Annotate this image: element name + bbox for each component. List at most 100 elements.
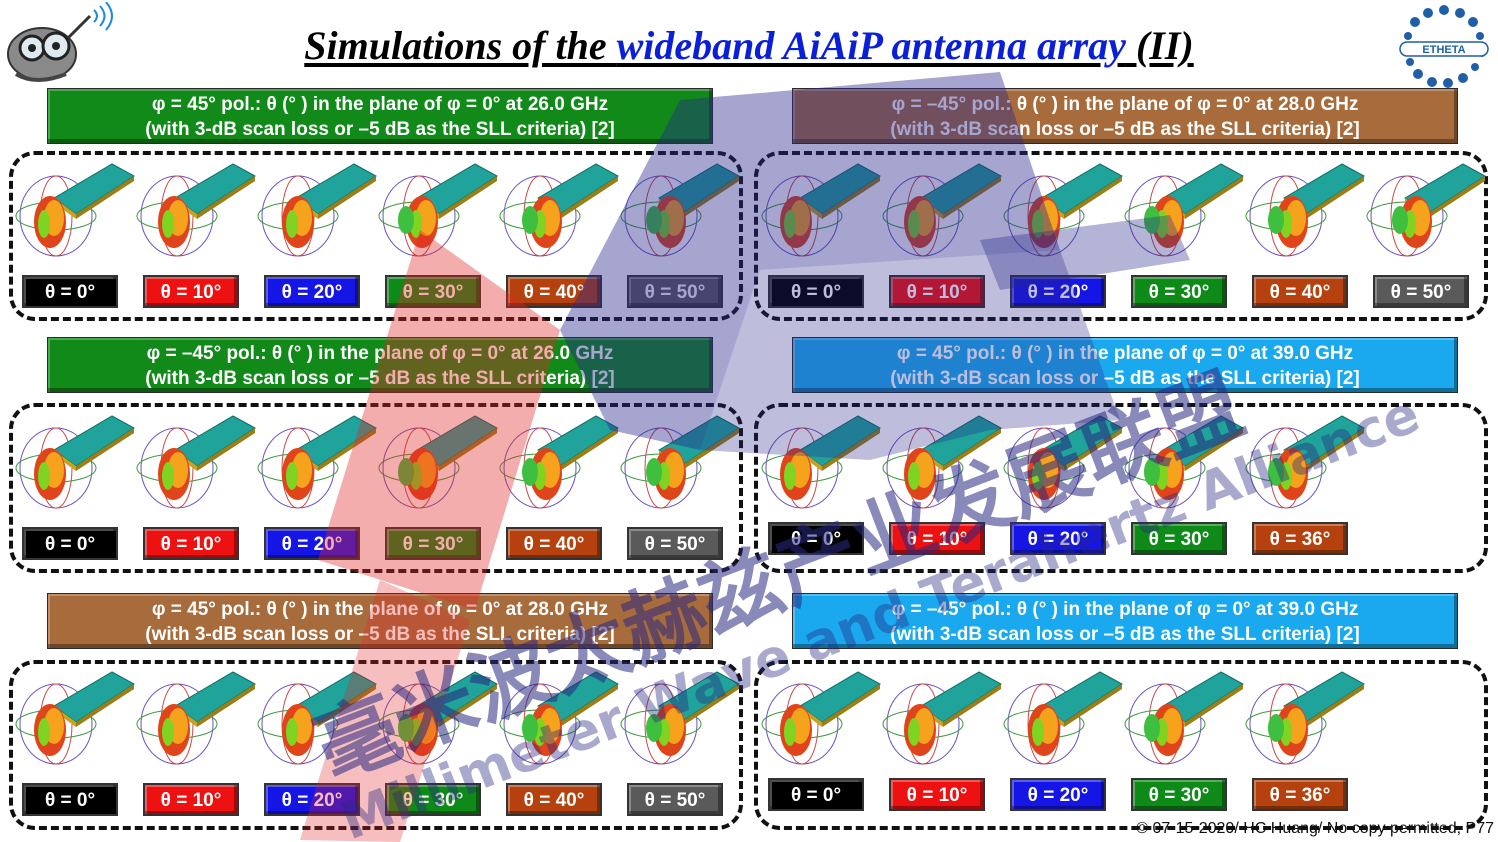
theta-label: θ = 30° [385, 527, 481, 560]
radiation-pattern-image [1123, 410, 1245, 528]
radiation-pattern-image [1002, 158, 1124, 276]
radiation-pattern-image [256, 410, 378, 528]
radiation-pattern-image [256, 158, 378, 276]
title-highlight: wideband AiAiP antenna array [616, 23, 1126, 68]
theta-label: θ = 36° [1252, 522, 1348, 555]
title-part2: (II) [1125, 23, 1194, 68]
footer-copyright: © 07-15-2020/ HC Huang/ No copy permitte… [1136, 820, 1494, 837]
panel-header-1-line2: (with 3-dB scan loss or –5 dB as the SLL… [145, 119, 615, 140]
theta-label: θ = 10° [889, 522, 985, 555]
theta-label: θ = 20° [264, 527, 360, 560]
panel-header-1: φ = 45° pol.: θ (° ) in the plane of φ =… [47, 88, 713, 144]
radiation-pattern-image [377, 410, 499, 528]
theta-label: θ = 50° [1373, 275, 1469, 308]
theta-label: θ = 10° [889, 275, 985, 308]
theta-label: θ = 0° [768, 275, 864, 308]
etheta-logo: ETHETA [1399, 5, 1489, 88]
page-title: Simulations of the wideband AiAiP antenn… [0, 22, 1498, 69]
radiation-pattern-image [1002, 410, 1124, 528]
theta-label: θ = 30° [1131, 778, 1227, 811]
radiation-pattern-image [881, 666, 1003, 784]
theta-label: θ = 30° [385, 783, 481, 816]
radiation-pattern-image [1244, 158, 1366, 276]
radiation-pattern-image [14, 158, 136, 276]
panel-header-3-line2: (with 3-dB scan loss or –5 dB as the SLL… [145, 368, 615, 389]
theta-label: θ = 40° [1252, 275, 1348, 308]
theta-label: θ = 10° [143, 275, 239, 308]
panel-header-5-line2: (with 3-dB scan loss or –5 dB as the SLL… [145, 624, 615, 645]
panel-header-4: φ = 45° pol.: θ (° ) in the plane of φ =… [792, 337, 1458, 393]
radiation-pattern-image [498, 158, 620, 276]
panel-header-5: φ = 45° pol.: θ (° ) in the plane of φ =… [47, 593, 713, 649]
radiation-pattern-image [135, 158, 257, 276]
radiation-pattern-image [498, 410, 620, 528]
panel-header-6-line2: (with 3-dB scan loss or –5 dB as the SLL… [890, 624, 1360, 645]
panel-box-1 [9, 151, 743, 321]
panel-header-4-line2: (with 3-dB scan loss or –5 dB as the SLL… [890, 368, 1360, 389]
radiation-pattern-image [498, 666, 620, 784]
panel-header-3-line1: φ = –45° pol.: θ (° ) in the plane of φ … [146, 343, 614, 364]
panel-header-1-line1: φ = 45° pol.: θ (° ) in the plane of φ =… [151, 94, 609, 115]
theta-label: θ = 20° [1010, 778, 1106, 811]
radiation-pattern-image [1123, 158, 1245, 276]
robot-mascot-logo [7, 2, 113, 82]
radiation-pattern-image [760, 158, 882, 276]
theta-label: θ = 20° [1010, 275, 1106, 308]
radiation-pattern-image [1244, 410, 1366, 528]
theta-label: θ = 20° [1010, 522, 1106, 555]
panel-header-6-line1: φ = –45° pol.: θ (° ) in the plane of φ … [891, 599, 1359, 620]
panel-box-5 [9, 660, 743, 830]
radiation-pattern-image [135, 666, 257, 784]
radiation-pattern-image [377, 158, 499, 276]
panel-box-3 [9, 403, 743, 573]
theta-label: θ = 50° [627, 783, 723, 816]
theta-label: θ = 40° [506, 527, 602, 560]
panel-box-2 [754, 151, 1488, 321]
radiation-pattern-image [619, 158, 741, 276]
panel-box-6 [754, 660, 1488, 830]
radiation-pattern-image [760, 666, 882, 784]
radiation-pattern-image [135, 410, 257, 528]
title-part1: Simulations of the [304, 23, 617, 68]
theta-label: θ = 20° [264, 275, 360, 308]
radiation-pattern-image [881, 410, 1003, 528]
theta-label: θ = 30° [1131, 275, 1227, 308]
panel-header-2: φ = –45° pol.: θ (° ) in the plane of φ … [792, 88, 1458, 144]
theta-label: θ = 50° [627, 275, 723, 308]
theta-label: θ = 0° [768, 522, 864, 555]
theta-label: θ = 10° [889, 778, 985, 811]
radiation-pattern-image [1002, 666, 1124, 784]
radiation-pattern-image [760, 410, 882, 528]
radiation-pattern-image [1123, 666, 1245, 784]
panel-header-2-line2: (with 3-dB scan loss or –5 dB as the SLL… [890, 119, 1360, 140]
theta-label: θ = 30° [385, 275, 481, 308]
panel-header-3: φ = –45° pol.: θ (° ) in the plane of φ … [47, 337, 713, 393]
radiation-pattern-image [377, 666, 499, 784]
radiation-pattern-image [256, 666, 378, 784]
etheta-logo-text: ETHETA [1422, 44, 1465, 56]
radiation-pattern-image [14, 410, 136, 528]
panel-box-4 [754, 403, 1488, 573]
radiation-pattern-image [619, 410, 741, 528]
theta-label: θ = 0° [22, 527, 118, 560]
panel-header-6: φ = –45° pol.: θ (° ) in the plane of φ … [792, 593, 1458, 649]
theta-label: θ = 0° [768, 778, 864, 811]
panel-header-2-line1: φ = –45° pol.: θ (° ) in the plane of φ … [891, 94, 1359, 115]
theta-label: θ = 30° [1131, 522, 1227, 555]
theta-label: θ = 20° [264, 783, 360, 816]
radiation-pattern-image [1244, 666, 1366, 784]
theta-label: θ = 10° [143, 527, 239, 560]
theta-label: θ = 0° [22, 275, 118, 308]
radiation-pattern-image [881, 158, 1003, 276]
panel-header-4-line1: φ = 45° pol.: θ (° ) in the plane of φ =… [896, 343, 1354, 364]
theta-label: θ = 40° [506, 275, 602, 308]
radiation-pattern-image [14, 666, 136, 784]
theta-label: θ = 0° [22, 783, 118, 816]
panel-header-5-line1: φ = 45° pol.: θ (° ) in the plane of φ =… [151, 599, 609, 620]
theta-label: θ = 10° [143, 783, 239, 816]
theta-label: θ = 36° [1252, 778, 1348, 811]
theta-label: θ = 40° [506, 783, 602, 816]
radiation-pattern-image [1365, 158, 1487, 276]
theta-label: θ = 50° [627, 527, 723, 560]
radiation-pattern-image [619, 666, 741, 784]
